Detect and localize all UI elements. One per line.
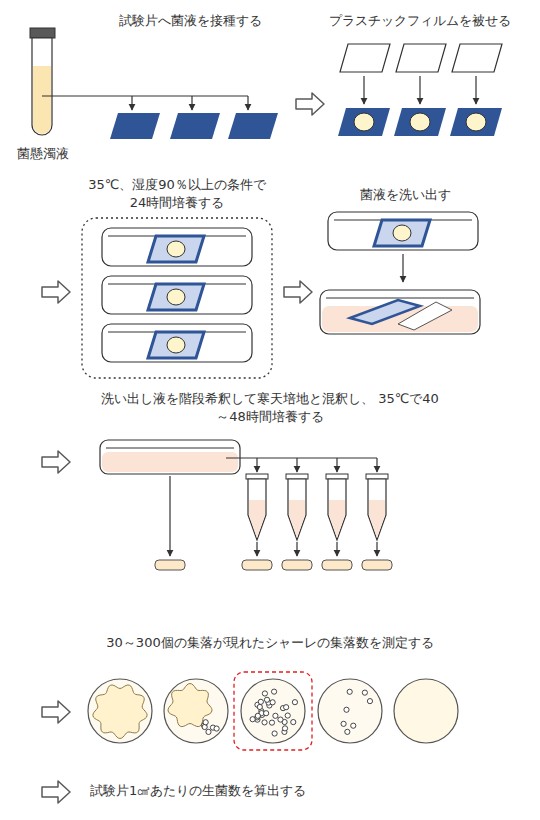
wash-dish [320,290,480,334]
agar-plates [155,560,392,570]
test-pieces [110,113,278,139]
flow-line [402,254,403,282]
covered-pieces [338,108,502,136]
plastic-films [340,44,502,72]
step-caption: 菌液を洗い出す [325,186,485,204]
flow-arrow [284,281,312,303]
petri-dishes [88,679,458,743]
flow-arrow [42,281,70,303]
incubator [82,218,272,378]
film-arrows [364,76,476,104]
step-caption: 試験片へ菌液を接種する [60,12,320,30]
step-caption: 30～300個の集落が現れたシャーレの集落数を測定する [50,634,490,652]
test-tube [30,28,55,135]
dilution-tubes [246,474,388,540]
flow-arrow [42,781,70,803]
dilution-lines [170,458,377,556]
washing-dish [328,212,478,250]
part-label: 菌懸濁液 [3,145,83,163]
incubated-dishes [102,228,252,362]
step-caption: 試験片1㎠あたりの生菌数を算出する [90,782,490,800]
flow-arrow [296,93,324,115]
step-caption: プラスチックフィルムを被せる [305,12,535,30]
flow-arrow [42,701,70,723]
colonies [93,684,373,739]
step-caption: 洗い出し液を階段希釈して寒天培地と混釈し、 35℃で40～48時間培養する [95,390,445,425]
flow-arrow [42,451,70,473]
step-caption: 35℃、湿度90％以上の条件で 24時間培養する [62,176,292,211]
wash-liquid-dish [100,440,240,474]
selected-marker [234,672,312,750]
inoculation-lines [42,96,248,110]
